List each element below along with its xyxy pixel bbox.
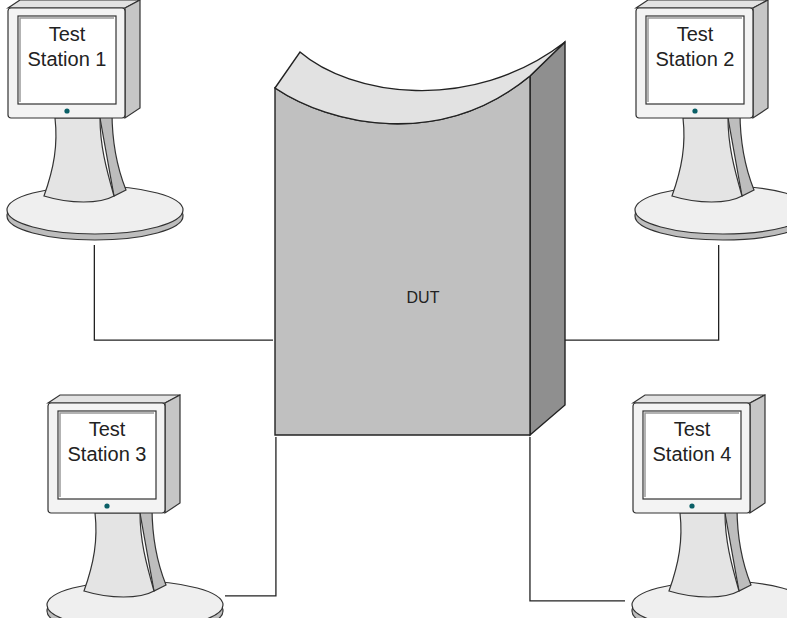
- test-station-monitor: Test Station 1: [0, 0, 185, 245]
- test-station-monitor: Test Station 2: [628, 0, 787, 245]
- station-label: Test Station 4: [643, 417, 741, 467]
- cable-connector: [225, 437, 276, 596]
- test-station-monitor: Test Station 3: [40, 395, 225, 618]
- cable-connector: [565, 245, 719, 340]
- cable-connector: [94, 245, 273, 340]
- cable-connector: [530, 437, 625, 601]
- monitor-outline: [40, 395, 225, 618]
- device-label: DUT: [333, 288, 513, 308]
- monitor-outline: [0, 0, 185, 245]
- test-station-monitor: Test Station 4: [625, 395, 787, 618]
- dut-block: [273, 40, 565, 437]
- device-under-test: DUT: [273, 40, 565, 437]
- station-label: Test Station 1: [18, 22, 116, 72]
- station-label: Test Station 2: [646, 22, 744, 72]
- station-label: Test Station 3: [58, 417, 156, 467]
